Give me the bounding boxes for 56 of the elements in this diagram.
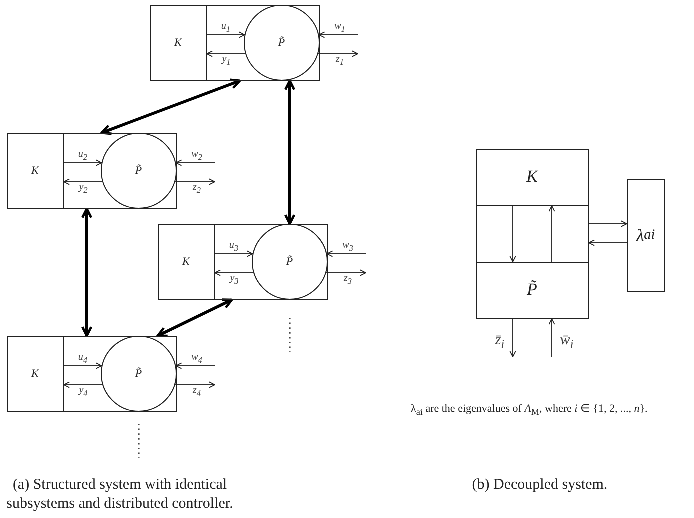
edge-label: w̄$_{i}$ (560, 333, 574, 351)
edge-label: u$_{4}$ (78, 352, 88, 366)
edge-label: y$_{1}$ (222, 54, 231, 68)
edge-label: z̄$_{i}$ (495, 333, 505, 351)
arrow (176, 160, 216, 166)
subsystem-box (7, 133, 177, 209)
arrow (206, 32, 246, 38)
arrow (214, 250, 254, 258)
edge-label: u$_{2}$ (78, 150, 88, 162)
double-arrow (284, 80, 296, 226)
note-text: λ$_{ai}$ are the eigenvalues of A$_{M}$, where i ∈ {1, 2, ..., n}. (411, 403, 649, 419)
arrow (176, 362, 216, 370)
edge-label: y$_{4}$ (79, 386, 88, 398)
double-arrow (156, 298, 234, 338)
figure-caption: (b) Decoupled system. (471, 476, 609, 495)
plant-circle: P̃ (100, 132, 177, 209)
figure-caption: (a) Structured system with identical subsystems and distributed controller. (6, 476, 234, 514)
arrow (64, 382, 104, 388)
arrow (64, 160, 102, 166)
arrow (588, 220, 628, 228)
plant-circle: P̃ (100, 336, 177, 412)
double-arrow (100, 78, 242, 136)
edge-label: w$_{1}$ (334, 22, 346, 34)
plant-circle: P̃ (252, 224, 328, 300)
edge-label: z$_{3}$ (344, 274, 352, 286)
edge-label: y$_{2}$ (79, 182, 88, 196)
arrow (588, 240, 628, 246)
edge-label: y$_{3}$ (230, 274, 239, 286)
edge-label: z$_{1}$ (336, 54, 344, 68)
arrow (64, 362, 102, 370)
plant-circle: P̃ (244, 4, 320, 81)
arrow (318, 32, 358, 38)
arrow (206, 50, 246, 58)
edge-label: u$_{1}$ (221, 22, 231, 34)
arrow (326, 270, 366, 276)
arrow (548, 206, 556, 262)
edge-label: u$_{3}$ (229, 240, 239, 254)
edge-label: z$_{2}$ (192, 182, 202, 196)
system-box (476, 149, 589, 319)
arrow (64, 178, 104, 186)
edge-label: w$_{4}$ (192, 352, 202, 366)
edge-label: w$_{2}$ (192, 150, 202, 162)
arrow (548, 318, 556, 358)
arrow (174, 382, 216, 388)
subsystem-box (158, 224, 328, 300)
double-arrow (81, 208, 93, 338)
subsystem-box (7, 336, 177, 412)
arrow (326, 250, 366, 258)
arrow (214, 270, 254, 276)
edge-label: w$_{3}$ (342, 240, 354, 254)
arrow (510, 206, 516, 262)
subsystem-box (150, 5, 320, 81)
arrow (510, 318, 516, 358)
arrow (318, 50, 358, 58)
edge-label: z$_{4}$ (192, 386, 202, 398)
arrow (174, 178, 216, 186)
